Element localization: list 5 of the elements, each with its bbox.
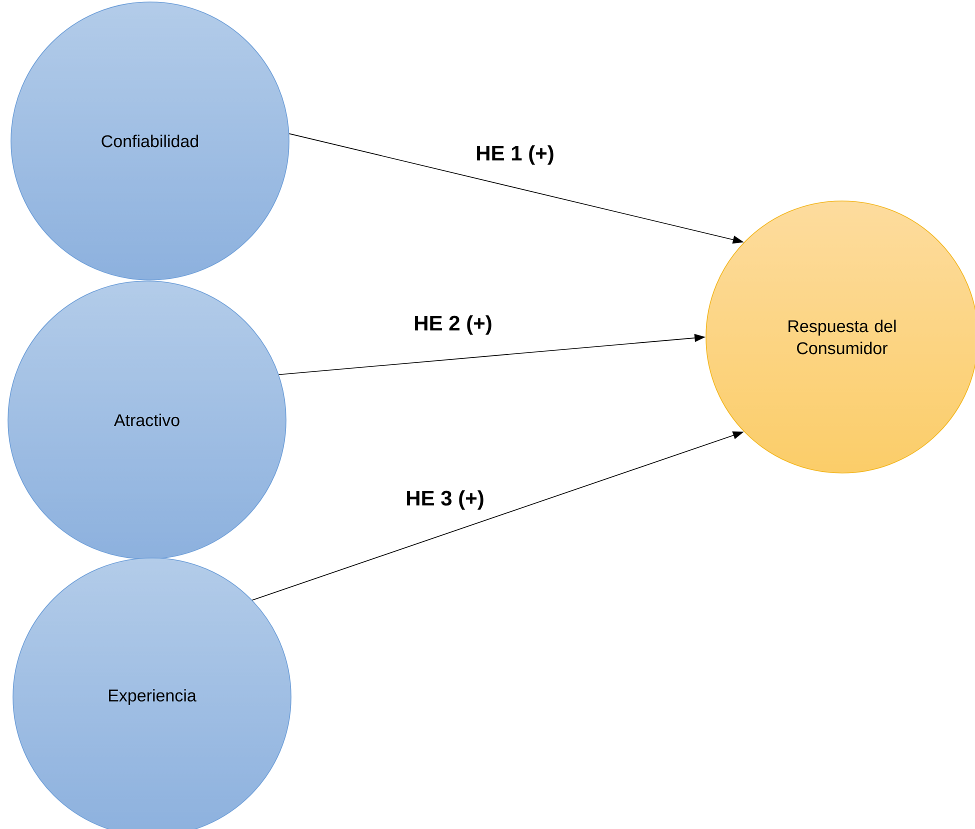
edge-label: HE 1 (+) — [474, 144, 556, 166]
circle-node: Atractivo — [8, 280, 286, 560]
edge-label: HE 3 (+) — [404, 489, 486, 511]
edge-label: HE 2 (+) — [412, 314, 494, 336]
circle-node: Confiabilidad — [10, 2, 290, 280]
